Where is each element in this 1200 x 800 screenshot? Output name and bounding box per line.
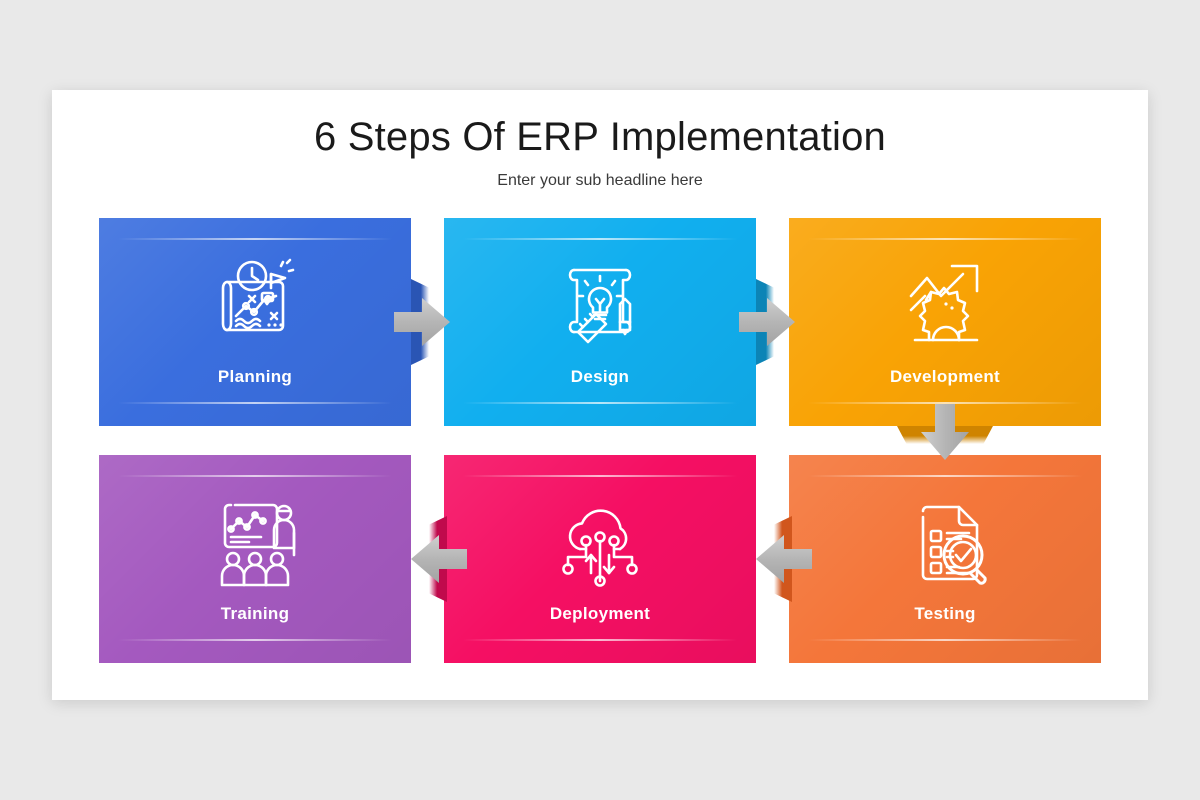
card-divider-bottom: [117, 402, 393, 404]
card-divider-top: [807, 238, 1083, 240]
card-divider-top: [807, 475, 1083, 477]
card-divider-bottom: [462, 402, 738, 404]
step-card-label: Training: [220, 604, 290, 623]
card-divider-bottom: [117, 639, 393, 641]
step-card-label: Planning: [217, 367, 293, 386]
ribbon-fold-design: [756, 279, 774, 365]
card-divider-top: [117, 475, 393, 477]
card-divider-bottom: [807, 402, 1083, 404]
slide-canvas: 6 Steps Of ERP Implementation Enter your…: [52, 90, 1148, 700]
page-subtitle: Enter your sub headline here: [497, 172, 703, 189]
cloud-network-arrows-icon: [547, 489, 653, 589]
document-checklist-magnifier-icon: [892, 489, 998, 589]
card-divider-top: [462, 238, 738, 240]
page-title: 6 Steps Of ERP Implementation: [313, 115, 886, 159]
step-card-label: Design: [570, 367, 630, 386]
step-card-development[interactable]: Development: [789, 218, 1101, 426]
step-card-deployment[interactable]: Deployment: [444, 455, 756, 663]
step-card-label: Development: [889, 367, 1001, 386]
ribbon-fold-development: [897, 426, 993, 444]
step-card-label: Deployment: [549, 604, 651, 623]
step-card-planning[interactable]: Planning: [99, 218, 411, 426]
gear-growth-arrow-icon: [892, 252, 998, 352]
map-roadmap-clock-flag-icon: [202, 252, 308, 352]
blueprint-lightbulb-ruler-pencil-icon: [547, 252, 653, 352]
card-divider-bottom: [462, 639, 738, 641]
step-card-training[interactable]: Training: [99, 455, 411, 663]
ribbon-fold-planning: [411, 279, 429, 365]
presentation-audience-icon: [202, 489, 308, 589]
card-divider-top: [462, 475, 738, 477]
step-card-design[interactable]: Design: [444, 218, 756, 426]
step-card-label: Testing: [914, 604, 976, 623]
card-divider-top: [117, 238, 393, 240]
card-divider-bottom: [807, 639, 1083, 641]
step-card-testing[interactable]: Testing: [789, 455, 1101, 663]
